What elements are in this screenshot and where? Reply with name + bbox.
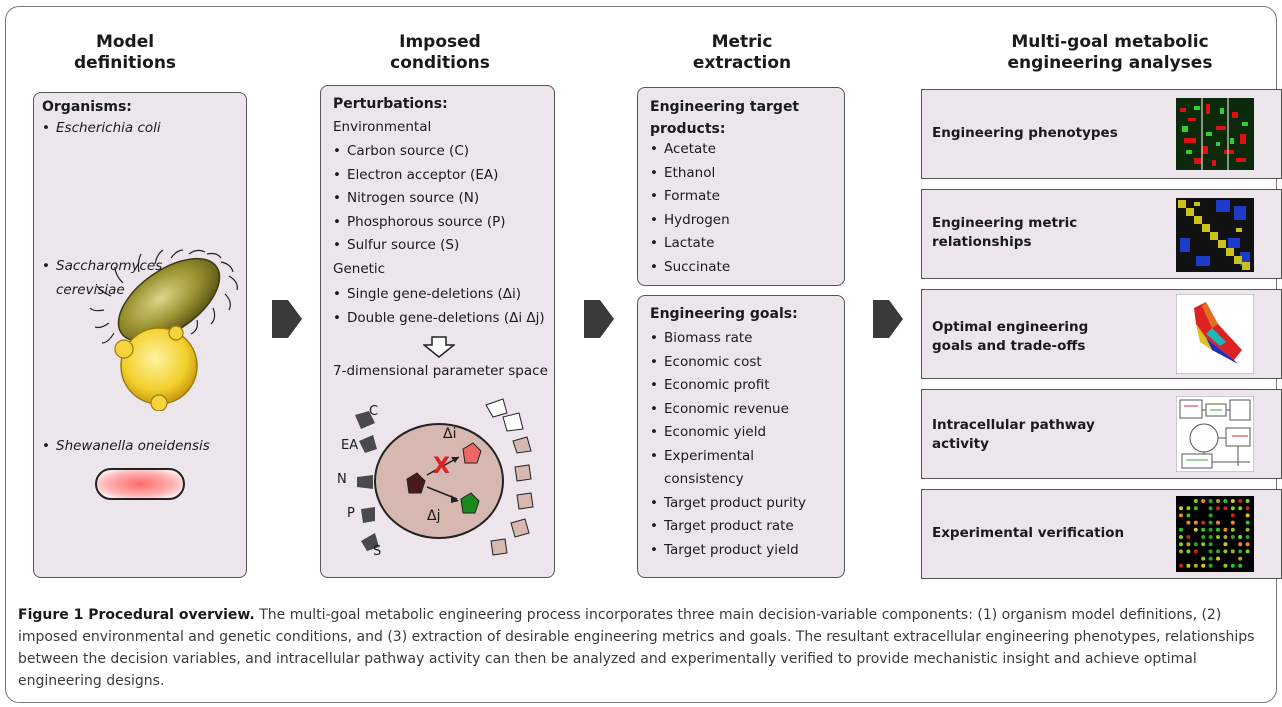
caption-text: The multi-goal metabolic engineering pro… xyxy=(18,607,1255,689)
label-delta-j: Δj xyxy=(427,508,441,524)
env-item: Electron acceptor (EA) xyxy=(325,164,506,188)
env-item: Phosphorous source (P) xyxy=(325,211,506,235)
label-s: S xyxy=(373,544,382,559)
perturbations-heading: Perturbations: xyxy=(333,96,448,112)
analysis-label: Engineering phenotypes xyxy=(932,125,1118,141)
organisms-heading: Organisms: xyxy=(42,99,132,115)
imposed-conditions-title: Imposed conditions xyxy=(390,32,490,73)
target-products-panel: Engineering target products: Acetate Eth… xyxy=(637,87,845,286)
organism-ecoli: Escherichia coli xyxy=(34,117,161,141)
analysis-phenotypes: Engineering phenotypes xyxy=(921,89,1282,179)
flow-arrow-2 xyxy=(584,300,614,338)
model-definitions-title: Model definitions xyxy=(73,32,177,73)
goal-item: Target product purity xyxy=(642,492,842,516)
target-product-item: Acetate xyxy=(642,138,730,162)
analysis-optimal-goals: Optimal engineering goals and trade-offs xyxy=(921,289,1282,379)
analyses-title: Multi-goal metabolic engineering analyse… xyxy=(1007,32,1213,73)
goal-item: Experimental consistency xyxy=(642,445,774,492)
svg-text:X: X xyxy=(433,454,450,479)
analysis-label: Intracellular pathway activity xyxy=(932,417,1095,452)
flow-arrow-1 xyxy=(272,300,302,338)
env-item: Sulfur source (S) xyxy=(325,234,506,258)
goal-item: Target product rate xyxy=(642,515,842,539)
label-c: C xyxy=(369,404,379,419)
organisms-panel: Organisms: Escherichia coli Saccharomyce… xyxy=(33,92,247,578)
perturbations-panel: Perturbations: Environmental Carbon sour… xyxy=(320,85,555,578)
engineering-goals-panel: Engineering goals: Biomass rate Economic… xyxy=(637,295,845,578)
organism-yeast: Saccharomyces cerevisiae xyxy=(34,255,226,302)
label-ea: EA xyxy=(341,438,359,453)
goal-item: Economic profit xyxy=(642,374,842,398)
shewanella-cell-icon xyxy=(95,468,185,500)
label-delta-i: Δi xyxy=(443,426,457,442)
target-product-item: Hydrogen xyxy=(642,209,730,233)
goal-item: Economic revenue xyxy=(642,398,842,422)
goal-item: Economic yield xyxy=(642,421,842,445)
figure-caption: Figure 1 Procedural overview. The multi-… xyxy=(18,604,1268,692)
goal-item: Economic cost xyxy=(642,351,842,375)
environmental-label: Environmental xyxy=(333,119,432,135)
flow-arrow-3 xyxy=(873,300,903,338)
target-product-item: Lactate xyxy=(642,232,730,256)
env-item: Carbon source (C) xyxy=(325,140,506,164)
analysis-label: Engineering metric relationships xyxy=(932,215,1078,250)
analysis-metric-relationships: Engineering metric relationships xyxy=(921,189,1282,279)
heatmap-icon xyxy=(1176,98,1254,170)
pathway-map-icon xyxy=(1176,396,1254,472)
3d-surface-plot-icon xyxy=(1176,294,1254,374)
genetic-item: Double gene-deletions (Δi Δj) xyxy=(325,307,545,331)
metric-extraction-title: Metric extraction xyxy=(692,32,792,73)
analysis-pathway-activity: Intracellular pathway activity xyxy=(921,389,1282,479)
genetic-label: Genetic xyxy=(333,261,386,277)
label-p: P xyxy=(347,506,355,521)
analysis-experimental-verification: Experimental verification xyxy=(921,489,1282,579)
organism-shewanella: Shewanella oneidensis xyxy=(34,435,266,459)
engineering-goals-heading: Engineering goals: xyxy=(650,306,798,322)
caption-label: Figure 1 Procedural overview. xyxy=(18,607,255,623)
goal-item: Target product yield xyxy=(642,539,842,563)
parameter-space-label: 7-dimensional parameter space xyxy=(333,363,548,379)
env-item: Nitrogen source (N) xyxy=(325,187,506,211)
target-product-item: Succinate xyxy=(642,256,730,280)
target-product-item: Formate xyxy=(642,185,730,209)
perturbation-cell-diagram: X xyxy=(355,398,534,556)
down-arrow-icon xyxy=(423,336,455,358)
yeast-cell-icon xyxy=(114,325,198,411)
label-n: N xyxy=(337,472,347,487)
microarray-icon xyxy=(1176,496,1254,572)
target-product-item: Ethanol xyxy=(642,162,730,186)
target-products-heading: Engineering target products: xyxy=(650,99,800,137)
analysis-label: Experimental verification xyxy=(932,525,1125,541)
correlation-matrix-icon xyxy=(1176,198,1254,272)
analysis-label: Optimal engineering goals and trade-offs xyxy=(932,319,1089,354)
goal-item: Biomass rate xyxy=(642,327,842,351)
genetic-item: Single gene-deletions (Δi) xyxy=(325,283,545,307)
